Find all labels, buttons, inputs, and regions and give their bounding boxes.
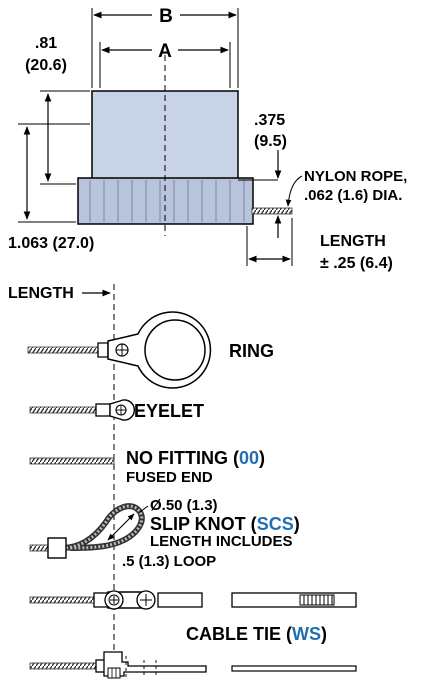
eyelet-label: EYELET	[134, 401, 204, 421]
slip-knot-sleeve	[47, 537, 67, 559]
slip-line2-label: LENGTH INCLUDES	[150, 533, 293, 550]
overall-height-label: 1.063 (27.0)	[8, 235, 94, 252]
length-label: LENGTH	[320, 233, 386, 250]
rope-line1: NYLON ROPE,	[304, 168, 407, 185]
length-header: LENGTH	[8, 285, 74, 302]
cable-tie-top-view: CABLE TIE (WS)	[29, 590, 357, 644]
slip-knot-code: SCS	[257, 514, 294, 534]
dim-b-label: B	[159, 6, 173, 27]
ring-rope	[27, 346, 101, 354]
cap-knurl-lines	[89, 180, 245, 222]
offset-in-label: .375	[254, 112, 285, 129]
no-fitting-code: 00	[239, 448, 259, 468]
length-tol-label: ± .25 (6.4)	[320, 255, 393, 272]
slip-knot-fitting: Ø.50 (1.3) SLIP KNOT (SCS) LENGTH INCLUD…	[29, 497, 300, 570]
fused-end-label: FUSED END	[126, 469, 213, 486]
dim-a-label: A	[158, 41, 172, 62]
dim-a: A	[99, 41, 231, 88]
height-mm-label: (20.6)	[25, 57, 67, 74]
dim-offset-375: .375 (9.5)	[238, 112, 287, 238]
slip-line3-label: .5 (1.3) LOOP	[122, 553, 216, 570]
dim-height-1063: 1.063 (27.0)	[8, 123, 94, 252]
dim-length-top: LENGTH ± .25 (6.4)	[246, 218, 393, 272]
cable-tie-strap	[231, 592, 357, 608]
offset-mm-label: (9.5)	[254, 133, 287, 150]
cable-tie-code: WS	[292, 624, 321, 644]
height-in-label: .81	[35, 35, 57, 52]
loop-dia-label: Ø.50 (1.3)	[150, 497, 218, 514]
ring-label: RING	[229, 341, 274, 361]
dim-b: B	[91, 6, 239, 88]
eyelet-rope	[29, 406, 99, 414]
cable-tie-side-view	[29, 651, 357, 680]
rope-callout: NYLON ROPE, .062 (1.6) DIA.	[285, 168, 407, 207]
ring-fitting: RING	[27, 311, 274, 389]
no-fitting: NO FITTING (00) FUSED END	[29, 448, 265, 486]
rope-line2: .062 (1.6) DIA.	[304, 187, 402, 204]
eyelet-fitting: EYELET	[29, 399, 204, 421]
no-fitting-label: NO FITTING (00)	[126, 448, 265, 468]
cap-drawing	[77, 55, 293, 236]
no-fitting-rope	[29, 457, 115, 465]
fittings-section: LENGTH RING EYELET NO FITTING (	[8, 284, 357, 680]
slip-knot-label: SLIP KNOT (SCS)	[150, 514, 300, 534]
cable-tie-label: CABLE TIE (WS)	[186, 624, 327, 644]
dim-height-081: .81 (20.6)	[25, 35, 90, 185]
cap-rope-stub	[251, 207, 293, 215]
